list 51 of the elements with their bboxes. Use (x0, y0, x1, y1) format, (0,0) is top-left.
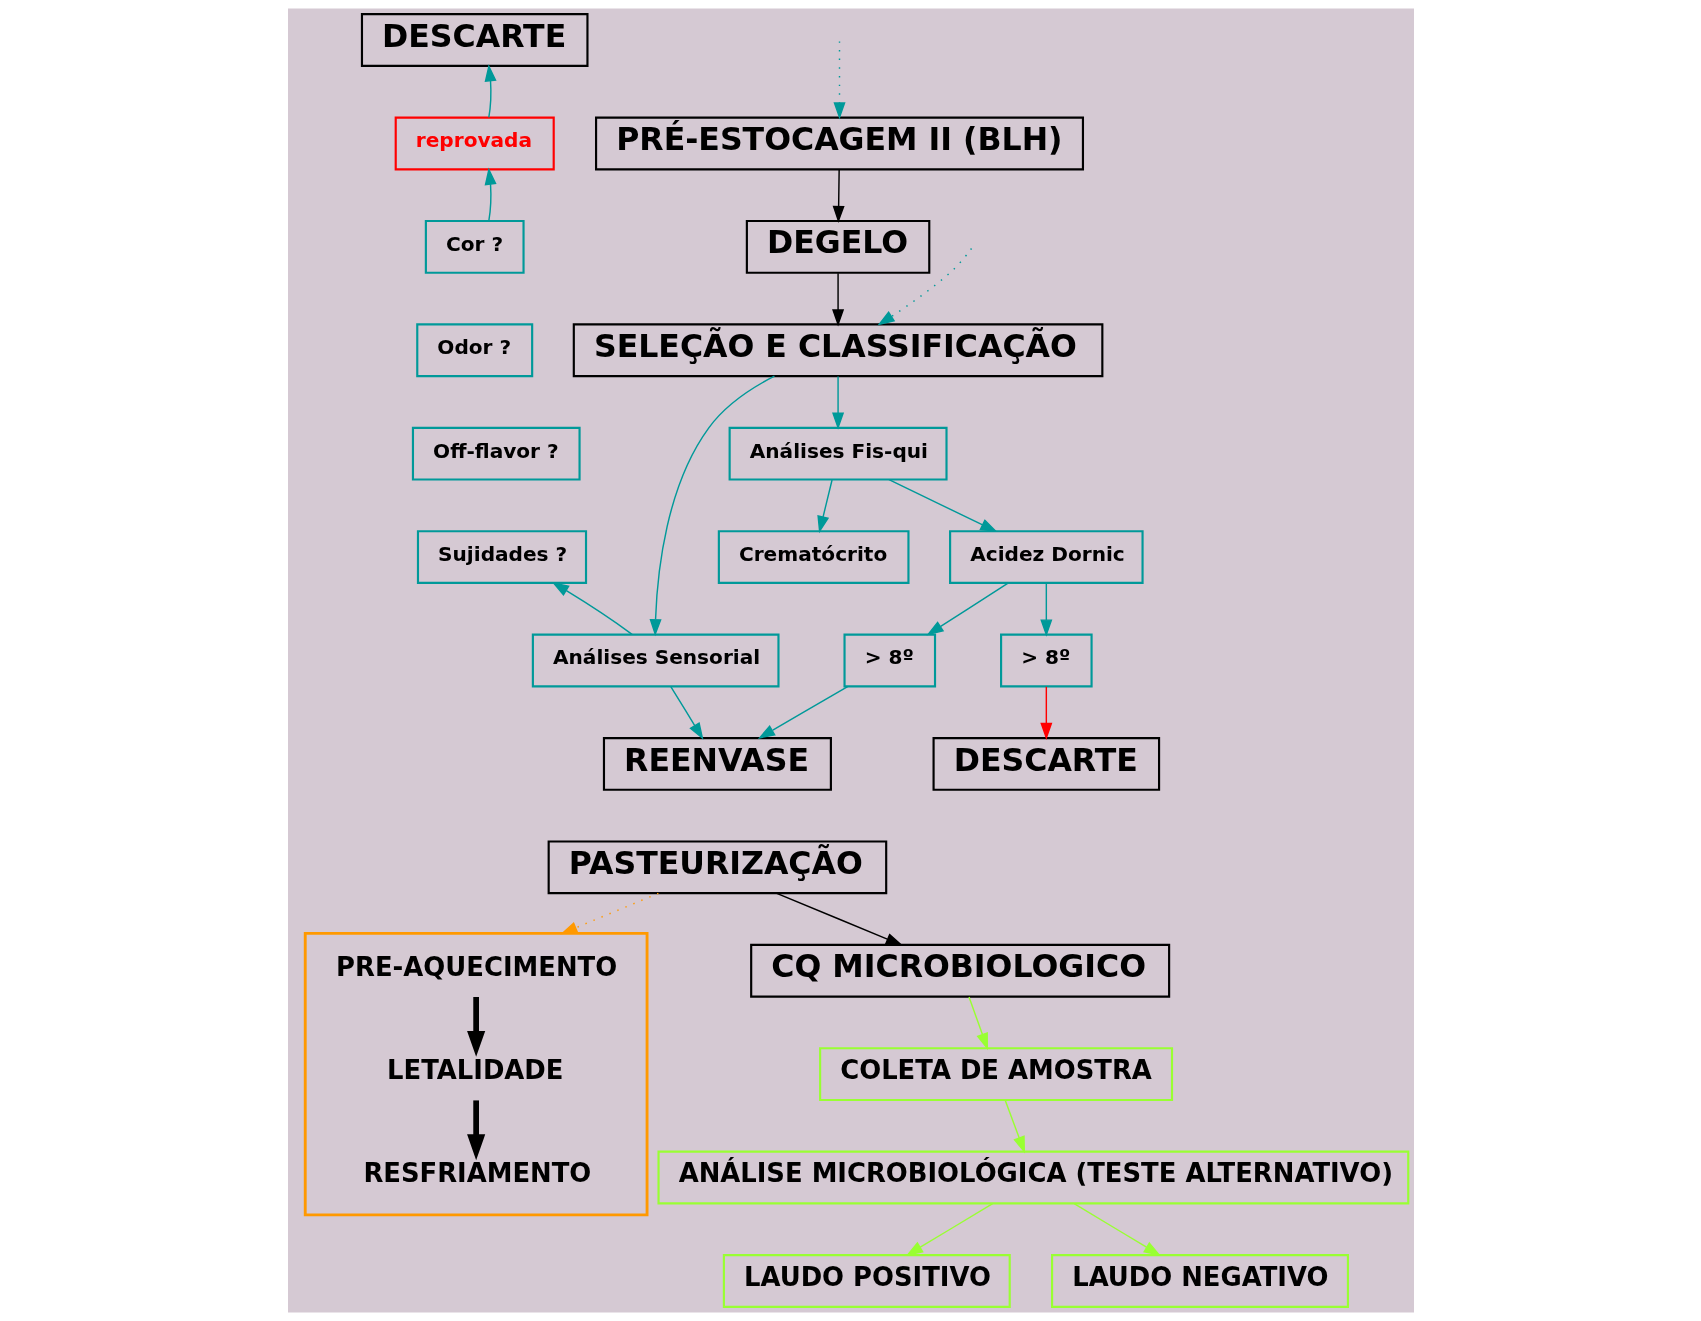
arrow (757, 685, 848, 739)
arrow (925, 582, 1009, 636)
node-box: COLETA DE AMOSTRA (818, 1047, 1173, 1102)
node-box: REENVASE (602, 737, 832, 791)
arrow (832, 40, 846, 120)
node-box: Cor ? (424, 219, 525, 274)
node-box: PASTEURIZAÇÃO (547, 840, 887, 895)
arrow (832, 169, 845, 224)
node-box: DEGELO (745, 219, 930, 274)
node-box: CQ MICROBIOLOGICO (749, 943, 1170, 998)
arrow (905, 1202, 993, 1256)
arrow (466, 1100, 485, 1161)
node-box: > 8º (999, 633, 1093, 688)
node-text: RESFRIAMENTO (362, 1158, 591, 1189)
arrow (816, 479, 833, 534)
arrow (1004, 1099, 1025, 1154)
node-box: Sujidades ? (416, 530, 587, 584)
node-box: Análises Sensorial (531, 633, 780, 688)
arrow (466, 997, 485, 1057)
node-box: SELEÇÃO E CLASSIFICAÇÃO (572, 323, 1103, 378)
arrow (669, 686, 703, 740)
node-text: PRE-AQUECIMENTO (335, 951, 617, 982)
arrow (1039, 582, 1052, 637)
cluster (303, 931, 648, 1217)
arrow (551, 582, 633, 636)
node-box: Análises Fis-qui (728, 426, 948, 481)
node-box: Off-flavor ? (411, 426, 581, 481)
node-box: Crematócrito (717, 530, 910, 584)
arrow (649, 375, 775, 637)
node-box: reprovada (394, 116, 555, 171)
node-box: Odor ? (415, 323, 533, 378)
node-box: DESCARTE (932, 737, 1160, 791)
node-box: PRÉ-ESTOCAGEM II (BLH) (594, 116, 1084, 171)
node-box: LAUDO NEGATIVO (1050, 1254, 1349, 1308)
arrow (967, 996, 988, 1051)
arrow (831, 272, 844, 327)
arrow (484, 64, 497, 119)
node-box: > 8º (842, 633, 936, 688)
node-box: LAUDO POSITIVO (722, 1254, 1011, 1308)
arrow (1039, 686, 1052, 741)
arrow (775, 892, 903, 946)
node-box: ANÁLISE MICROBIOLÓGICA (TESTE ALTERNATIVO) (656, 1150, 1409, 1205)
node-box: Acidez Dornic (948, 530, 1144, 584)
node-text: LETALIDADE (386, 1055, 563, 1086)
arrow (831, 375, 844, 430)
arrow (876, 247, 972, 326)
arrow (1072, 1202, 1161, 1256)
arrow (887, 479, 997, 533)
arrow (559, 892, 659, 935)
arrow (484, 167, 497, 222)
node-box: DESCARTE (360, 13, 589, 67)
